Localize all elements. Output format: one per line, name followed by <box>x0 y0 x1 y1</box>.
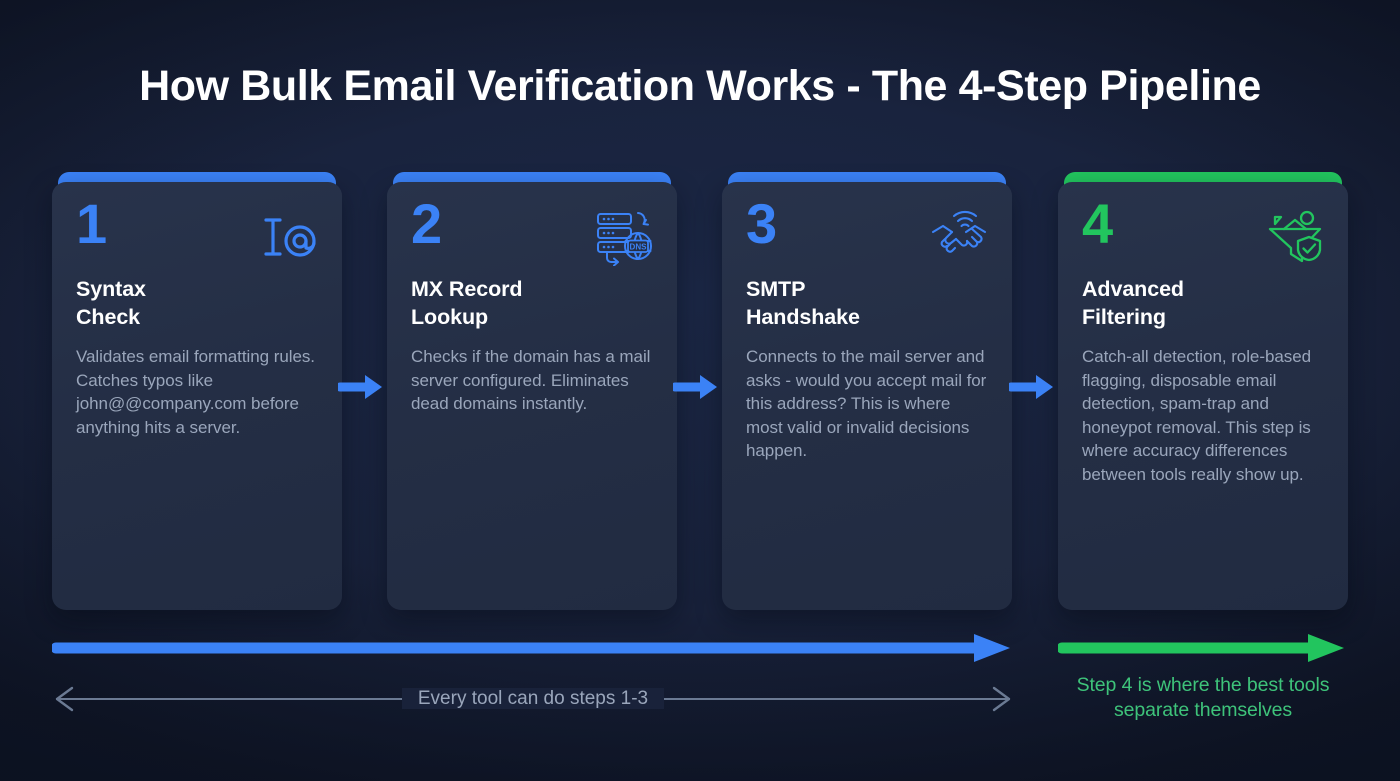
step-card-2: 2 <box>387 172 677 610</box>
step-card-1-header: 1 <box>76 196 320 274</box>
step-card-3-header: 3 <box>746 196 990 274</box>
handshake-signal-icon <box>928 208 990 266</box>
step-card-2-body: 2 <box>387 182 677 610</box>
step-description-4: Catch-all detection, role-based flagging… <box>1082 346 1312 484</box>
step-card-3-body: 3 <box>722 182 1012 610</box>
step-card-1: 1 Syntax Check Validates email formattin… <box>52 172 342 610</box>
step-card-4-header: 4 <box>1082 196 1326 274</box>
step-description-1: Validates email formatting rules. Catche… <box>76 346 315 437</box>
text-cursor-at-symbol-icon <box>258 208 320 266</box>
page-title: How Bulk Email Verification Works - The … <box>139 62 1261 110</box>
step-number-2: 2 <box>411 192 443 255</box>
steps-row: 1 Syntax Check Validates email formattin… <box>52 172 1348 610</box>
arrow-step1-to-step2-icon <box>338 370 386 404</box>
step-title-2: MX Record Lookup <box>411 277 523 329</box>
step-title-3: SMTP Handshake <box>746 277 860 329</box>
svg-text:DNS: DNS <box>630 242 648 251</box>
funnel-shield-check-icon <box>1264 208 1326 266</box>
step-number-1: 1 <box>76 192 108 255</box>
step-4-progress-arrow-icon <box>1058 632 1348 664</box>
step-card-4-body: 4 Advanced Filtering Catch-all detect <box>1058 182 1348 610</box>
step-description-3: Connects to the mail server and asks - w… <box>746 346 987 461</box>
arrow-step3-to-step4-icon <box>1009 370 1057 404</box>
dns-server-globe-icon: DNS <box>593 208 655 266</box>
step-title-1: Syntax Check <box>76 277 146 329</box>
step-number-3: 3 <box>746 192 778 255</box>
step-title-4: Advanced Filtering <box>1082 277 1184 329</box>
steps-1-3-range-label-text: Every tool can do steps 1-3 <box>401 688 665 709</box>
step-card-2-header: 2 <box>411 196 655 274</box>
arrow-step2-to-step3-icon <box>673 370 721 404</box>
step-card-1-body: 1 Syntax Check Validates email formattin… <box>52 182 342 610</box>
step-card-3: 3 <box>722 172 1012 610</box>
step-number-4: 4 <box>1082 192 1114 255</box>
steps-1-3-progress-arrow-icon <box>52 632 1014 664</box>
step-4-differentiator-caption: Step 4 is where the best tools separate … <box>1076 674 1330 722</box>
step-description-2: Checks if the domain has a mail server c… <box>411 346 651 414</box>
step-card-4: 4 Advanced Filtering Catch-all detect <box>1058 172 1348 610</box>
steps-1-3-range-label: Every tool can do steps 1-3 <box>52 686 1014 712</box>
